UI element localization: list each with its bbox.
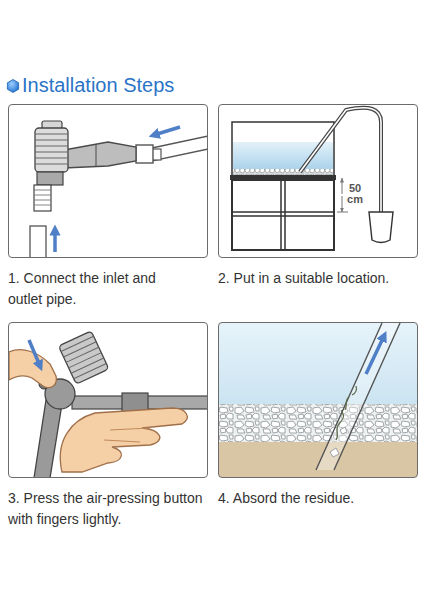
step-panel: 3. Press the air-pressing button with fi… <box>8 322 208 478</box>
pump-parts-illustration <box>64 142 136 168</box>
step-panel: 4. Absord the residue. <box>218 322 418 478</box>
tank-illustration <box>230 108 393 250</box>
tank-illustration <box>233 142 333 170</box>
siphon-illustration <box>219 323 417 477</box>
tank-illustration <box>230 175 336 180</box>
tank-illustration <box>300 108 381 212</box>
pump-parts-illustration <box>35 134 68 164</box>
siphon-illustration <box>316 323 400 470</box>
hand-pressing-illustration <box>9 350 56 388</box>
hand-pressing-illustration <box>61 336 106 378</box>
siphon-illustration <box>336 386 357 440</box>
pump-parts-illustration <box>34 185 51 211</box>
hand-pressing-illustration <box>9 331 207 477</box>
pump-parts-illustration <box>37 172 63 185</box>
title-bullet <box>7 80 18 93</box>
step-panel: 1. Connect the inlet and outlet pipe. <box>8 104 208 258</box>
pump-parts-illustration <box>35 128 68 172</box>
title-bullet <box>7 80 18 93</box>
tank-illustration <box>232 180 334 250</box>
pump-parts-illustration <box>152 149 161 160</box>
hand-pressing-illustration <box>122 393 148 412</box>
siphon-illustration <box>366 336 384 374</box>
pump-parts-illustration <box>96 144 97 167</box>
hand-pressing-illustration <box>72 396 207 409</box>
pump-parts-illustration <box>34 190 51 205</box>
pump-parts-illustration <box>154 127 180 135</box>
tank-illustration <box>342 178 343 194</box>
page-title: Installation Steps <box>22 73 174 97</box>
hand-pressing-illustration <box>29 340 40 366</box>
pump-parts-illustration <box>136 145 153 163</box>
siphon-illustration <box>219 404 417 442</box>
step-caption: 3. Press the air-pressing button with fi… <box>8 488 204 530</box>
pump-parts-illustration <box>53 230 57 252</box>
tank-illustration <box>300 108 381 212</box>
tank-illustration <box>232 122 334 176</box>
siphon-illustration <box>316 323 400 470</box>
pump-parts-illustration <box>42 121 62 129</box>
siphon-illustration <box>219 440 417 477</box>
hand-pressing-illustration <box>58 331 108 384</box>
tank-illustration <box>233 169 333 176</box>
hand-pressing-illustration <box>60 408 187 472</box>
tank-illustration <box>232 180 334 250</box>
step-caption: 1. Connect the inlet and outlet pipe. <box>8 268 180 310</box>
hand-pressing-illustration <box>104 428 150 442</box>
tank-illustration <box>337 212 348 213</box>
pump-parts-illustration <box>30 226 46 257</box>
hand-pressing-illustration <box>45 379 75 409</box>
dimension-label: 50 cm <box>345 183 365 205</box>
pump-parts-illustration <box>152 136 207 161</box>
siphon-illustration <box>219 323 417 477</box>
hand-pressing-illustration <box>34 400 62 477</box>
step-panel: 2. Put in a suitable location. <box>218 104 418 258</box>
step-caption: 2. Put in a suitable location. <box>218 268 424 289</box>
siphon-illustration <box>330 427 347 457</box>
hand-pressing-illustration <box>39 379 49 389</box>
pump-parts-illustration <box>30 121 207 257</box>
step-caption: 4. Absord the residue. <box>218 488 424 509</box>
tank-illustration <box>342 196 343 212</box>
hand-pressing-illustration <box>58 331 108 384</box>
tank-illustration <box>369 212 393 243</box>
